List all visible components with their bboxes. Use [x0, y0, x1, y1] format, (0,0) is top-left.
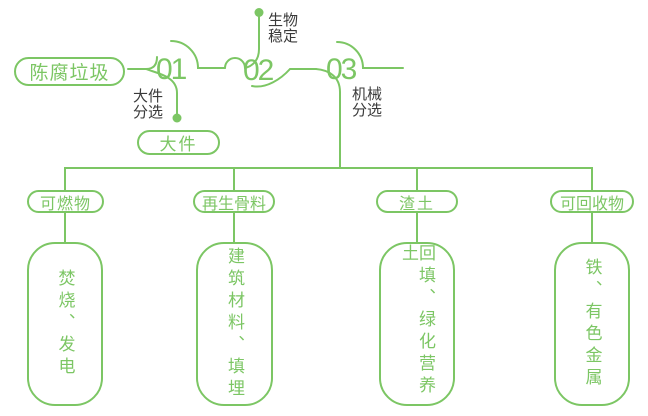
result-text: 焚烧、发电 — [55, 269, 75, 379]
step-number-02: 02 — [243, 54, 274, 87]
label-line: 分选 — [352, 102, 383, 119]
step-label-mechanical-sorting: 机械 分选 — [352, 87, 382, 119]
category-pill-recycled-aggregate: 再生骨料 — [193, 190, 275, 213]
label-line: 机械 — [352, 86, 383, 103]
label-line: 分选 — [133, 104, 164, 121]
step-label-bio-stabilization: 生物 稳定 — [268, 13, 298, 45]
category-pill-combustible: 可燃物 — [27, 190, 104, 213]
source-pill: 陈腐垃圾 — [14, 57, 125, 86]
hump-before-02 — [224, 57, 246, 69]
riser-line-bio — [244, 16, 260, 69]
result-box-slag-soil: 回填、绿化营养土 — [379, 242, 455, 406]
result-box-recycled-aggregate: 建筑材料、填埋 — [196, 242, 273, 406]
label-line: 稳定 — [268, 28, 299, 45]
step-label-bulky-sorting: 大件 分选 — [133, 89, 163, 121]
label-line: 生物 — [268, 12, 299, 29]
branch-dot-bulky — [172, 113, 182, 123]
label-line: 大件 — [133, 88, 164, 105]
branch-dot-bio — [254, 8, 264, 17]
result-text: 铁、有色金属 — [582, 258, 602, 390]
category-pill-recyclable: 可回收物 — [550, 190, 634, 213]
arc-over-03 — [336, 41, 404, 69]
category-pill-slag-soil: 渣土 — [376, 190, 458, 213]
drop-line-03 — [315, 68, 341, 169]
step-number-03: 03 — [326, 53, 357, 86]
arc-over-01 — [170, 40, 226, 69]
result-box-combustible: 焚烧、发电 — [27, 242, 103, 406]
step-number-01: 01 — [156, 53, 187, 86]
distribution-line — [64, 167, 593, 192]
bulky-output-pill: 大件 — [137, 130, 220, 155]
result-text: 建筑材料、填埋 — [225, 247, 244, 401]
branch-line-bulky — [145, 68, 178, 115]
result-box-recyclable: 铁、有色金属 — [554, 242, 630, 406]
result-text: 回填、绿化营养土 — [399, 244, 435, 398]
swash-under-02 — [251, 68, 317, 88]
